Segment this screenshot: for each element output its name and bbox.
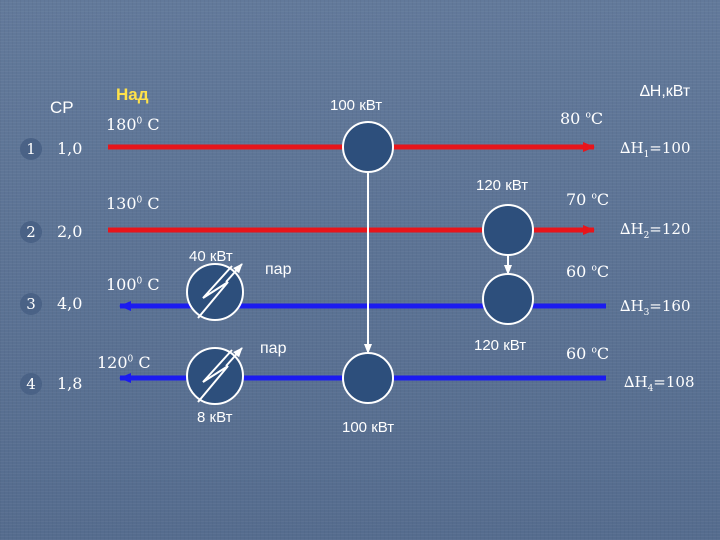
steam-label-bottom: пар [260, 340, 287, 357]
stream-1-number: 1 [20, 138, 42, 160]
stream-4-outlet-temp: 60 оС [566, 344, 610, 363]
stream-4-enthalpy: ∆Н4=108 [624, 373, 695, 394]
exchanger-a-hot[interactable] [342, 121, 394, 173]
stream-4-inlet-temp: 1200 С [97, 353, 151, 372]
exchanger-b-cold[interactable] [482, 273, 534, 325]
heater-stream-3[interactable] [186, 263, 244, 321]
stream-1-inlet-temp: 1800 С [106, 115, 160, 134]
exchanger-a-duty-bottom: 100 кВт [342, 419, 395, 436]
stream-1-cp: 1,0 [57, 139, 83, 158]
exchanger-b-duty: 120 кВт [476, 177, 529, 194]
stream-3-inlet-temp: 1000 С [106, 275, 160, 294]
stream-2-cp: 2,0 [57, 222, 83, 241]
heater-4-duty: 8 кВт [197, 409, 233, 426]
heater-stream-4[interactable] [186, 347, 244, 405]
stream-4-cp: 1,8 [57, 374, 83, 393]
stream-2-inlet-temp: 1300 С [106, 194, 160, 213]
stream-4-number: 4 [20, 373, 42, 395]
stream-2-outlet-temp: 70 оС [566, 190, 610, 209]
stream-1-enthalpy: ∆Н1=100 [620, 139, 691, 160]
stream-2-number: 2 [20, 221, 42, 243]
over-label: Над [116, 85, 149, 104]
stream-3-cp: 4,0 [57, 294, 83, 313]
steam-label-top: пар [265, 261, 292, 278]
heater-3-duty: 40 кВт [189, 248, 233, 265]
stream-3-enthalpy: ∆Н3=160 [620, 297, 691, 318]
stream-1-outlet-temp: 80 оС [560, 109, 604, 128]
stream-2-enthalpy: ∆Н2=120 [620, 220, 691, 241]
stream-3-number: 3 [20, 293, 42, 315]
cp-column-header: СР [50, 98, 74, 117]
stream-3-outlet-temp: 60 оС [566, 262, 610, 281]
exchanger-a-duty-top: 100 кВт [330, 97, 383, 114]
exchanger-a-cold[interactable] [342, 352, 394, 404]
exchanger-b-hot[interactable] [482, 204, 534, 256]
exchanger-b-duty-low: 120 кВт [474, 337, 527, 354]
dh-column-header: ∆Н,кВт [640, 83, 691, 100]
